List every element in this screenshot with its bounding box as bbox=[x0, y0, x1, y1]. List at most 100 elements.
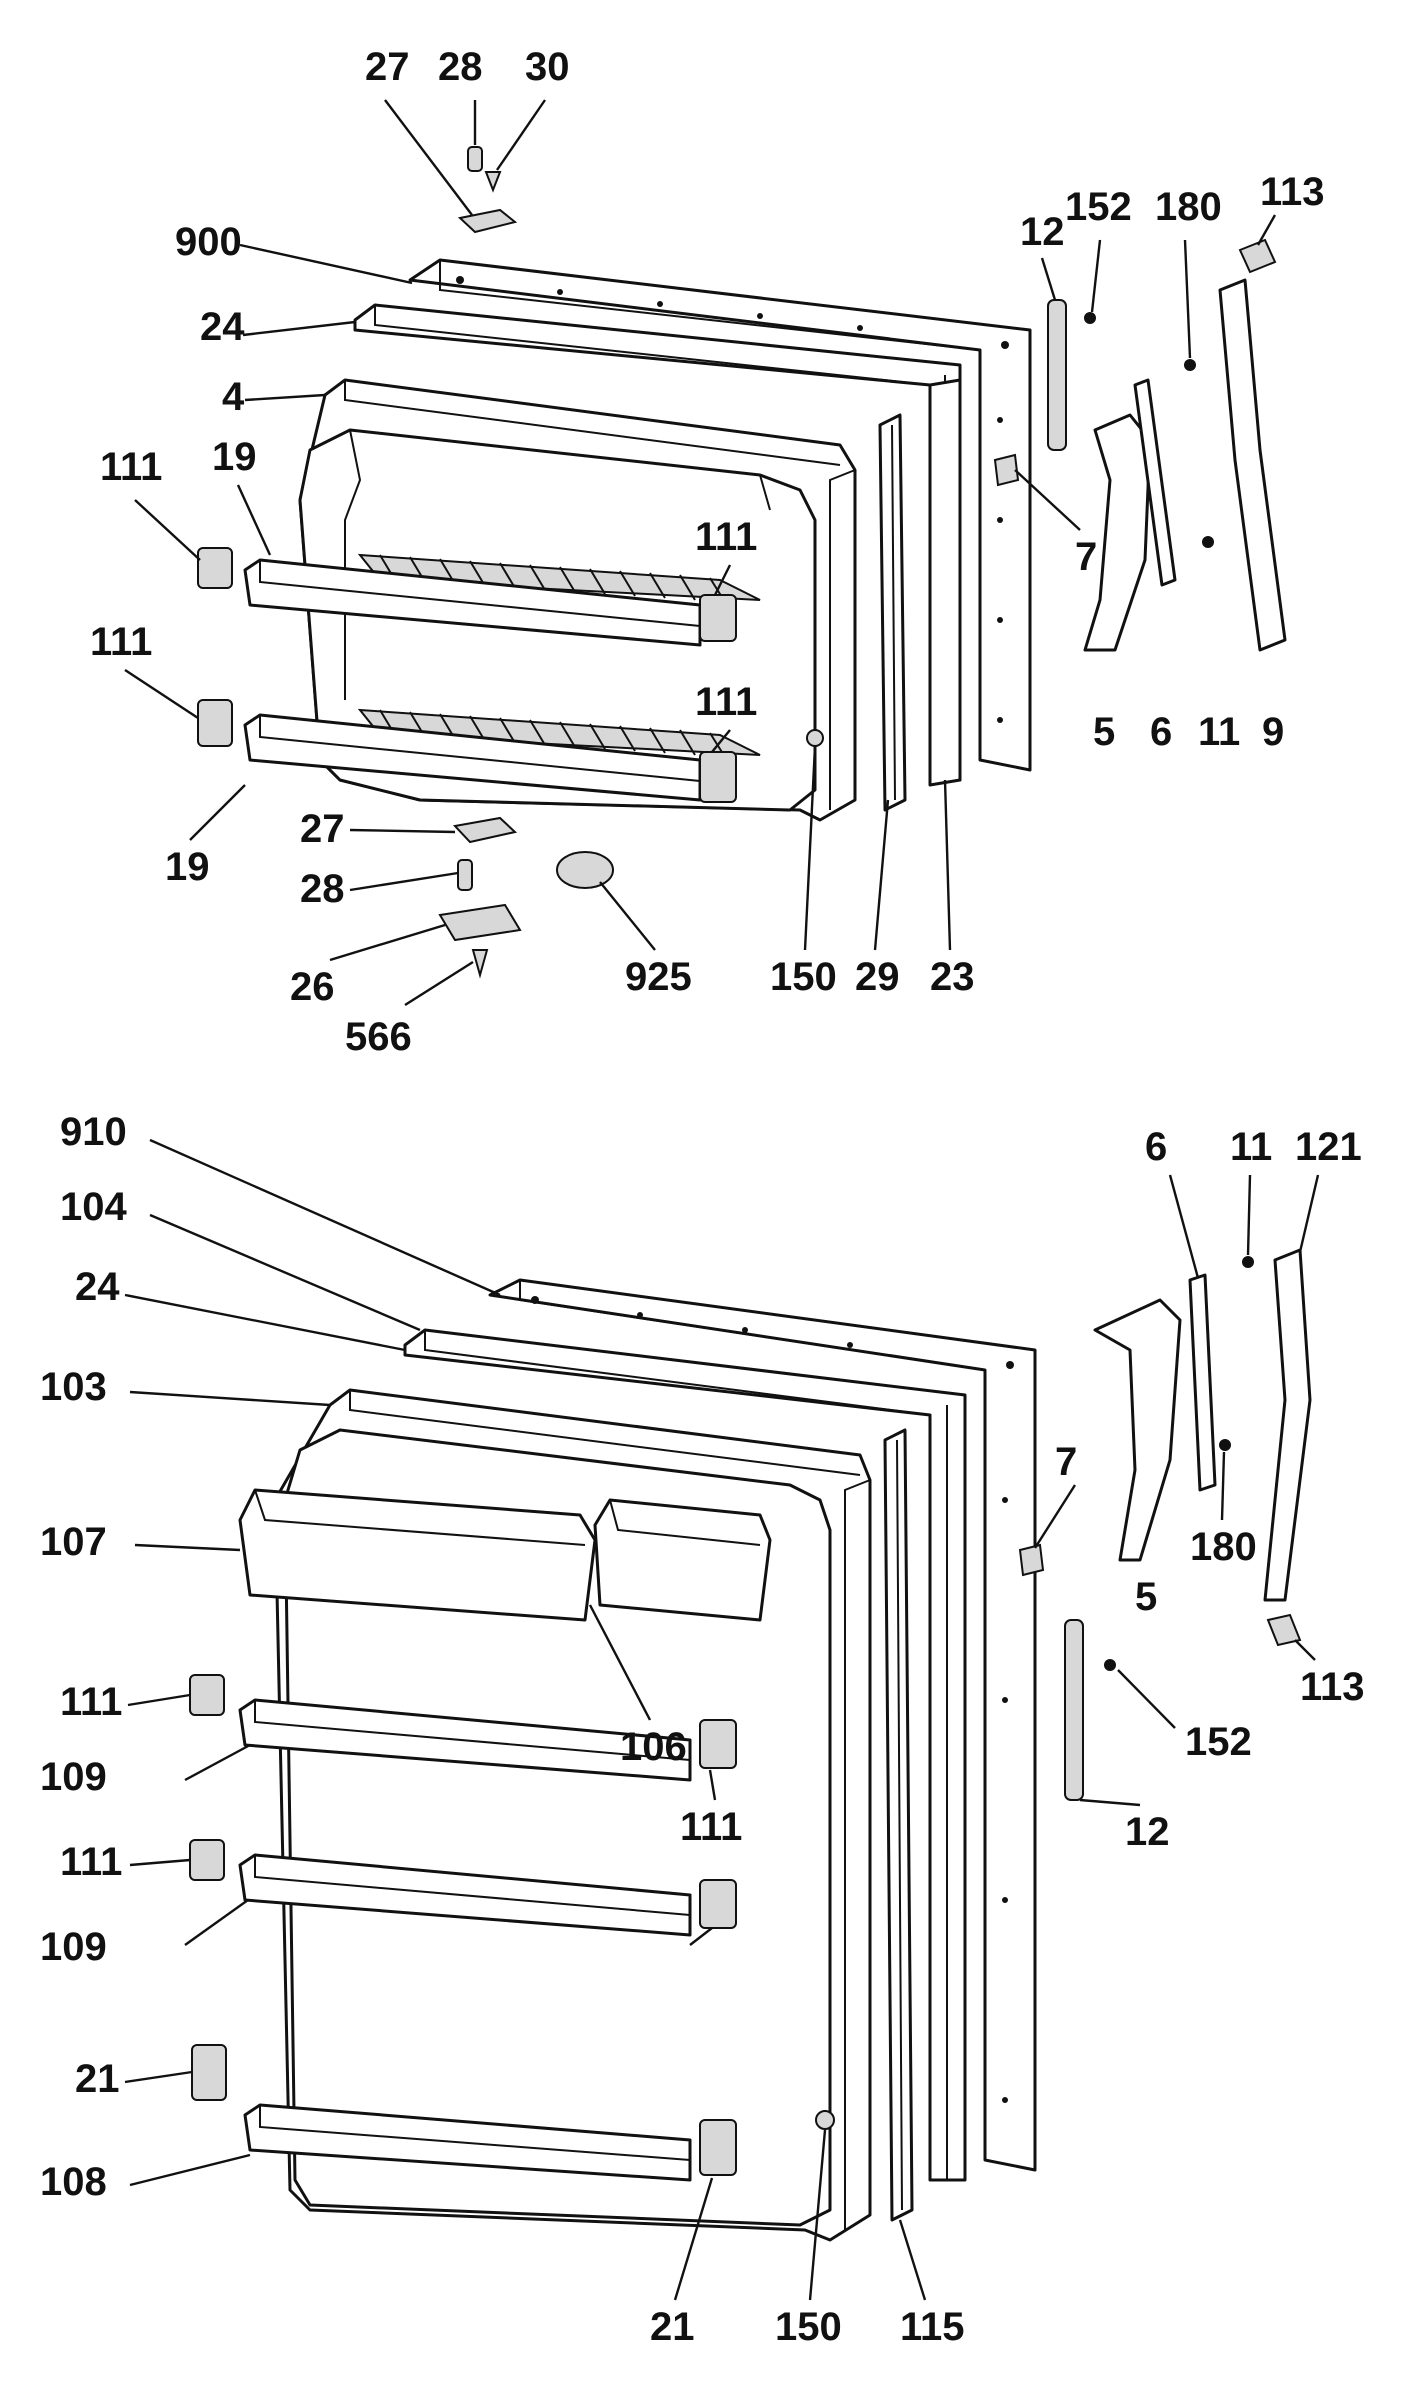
label-f27b: 27 bbox=[300, 807, 345, 851]
freezer-screw-566 bbox=[471, 949, 489, 979]
freezer-bar-end-cap-right-lower bbox=[699, 751, 737, 803]
label-f26: 26 bbox=[290, 965, 335, 1009]
fresh-food-bar-end-cap-111-right-upper bbox=[699, 1719, 737, 1769]
freezer-end-cap-113 bbox=[1238, 238, 1277, 274]
freezer-bar-end-cap-left-upper bbox=[197, 547, 233, 589]
label-f5: 5 bbox=[1093, 710, 1115, 754]
fresh-food-bar-end-cap-111-right-lower bbox=[699, 1879, 737, 1929]
label-r152: 152 bbox=[1185, 1720, 1252, 1764]
label-f19a: 19 bbox=[212, 435, 257, 479]
label-r150: 150 bbox=[775, 2305, 842, 2349]
freezer-bottom-hinge-27 bbox=[453, 816, 518, 844]
label-f150: 150 bbox=[770, 955, 837, 999]
fresh-food-screw-180 bbox=[1219, 1439, 1231, 1451]
label-f111b: 111 bbox=[90, 620, 152, 664]
label-r106: 106 bbox=[620, 1725, 687, 1769]
label-r103: 103 bbox=[40, 1365, 107, 1409]
label-r24: 24 bbox=[75, 1265, 120, 1309]
label-r180: 180 bbox=[1190, 1525, 1257, 1569]
label-f111c: 111 bbox=[695, 515, 757, 559]
fresh-food-hinge-pin-7 bbox=[1018, 1543, 1045, 1577]
fresh-food-bar-end-cap-21-left bbox=[191, 2044, 227, 2101]
label-r21b: 21 bbox=[650, 2305, 695, 2349]
freezer-handle-5 bbox=[1083, 413, 1152, 652]
freezer-handle-mount-12 bbox=[1047, 299, 1067, 451]
freezer-hinge-plate-26 bbox=[438, 903, 522, 942]
fresh-food-part-labels: 910 104 24 103 107 111 109 106 111 111 1… bbox=[40, 1110, 1365, 2349]
fresh-food-plug-150 bbox=[815, 2110, 835, 2130]
label-f111d: 111 bbox=[695, 680, 757, 724]
label-r111b: 111 bbox=[680, 1805, 742, 1849]
fresh-food-outer-panel-holes bbox=[531, 1296, 1014, 2103]
fresh-food-bar-end-cap-21-right bbox=[699, 2119, 737, 2176]
label-f23: 23 bbox=[930, 955, 975, 999]
freezer-part-labels: 27 28 30 900 24 4 111 19 111 19 111 111 … bbox=[90, 45, 1325, 1059]
label-r7: 7 bbox=[1055, 1440, 1077, 1484]
freezer-bar-end-cap-right-upper bbox=[699, 594, 737, 642]
fresh-food-screw-152 bbox=[1104, 1659, 1116, 1671]
label-f12: 12 bbox=[1020, 210, 1065, 254]
label-r6: 6 bbox=[1145, 1125, 1167, 1169]
label-f111a: 111 bbox=[100, 445, 162, 489]
freezer-handle-cover-9 bbox=[1218, 278, 1287, 652]
freezer-seal-frame bbox=[928, 378, 962, 787]
label-f24: 24 bbox=[200, 305, 245, 349]
freezer-screw-28-bottom bbox=[457, 859, 473, 891]
fresh-food-handle-cover-121 bbox=[1263, 1248, 1312, 1602]
label-f566: 566 bbox=[345, 1015, 412, 1059]
label-r111a: 111 bbox=[60, 1680, 122, 1724]
freezer-bumper-925 bbox=[556, 851, 614, 889]
fresh-food-end-cap-113 bbox=[1266, 1613, 1302, 1647]
freezer-screw-28 bbox=[467, 146, 483, 172]
freezer-door-assembly bbox=[197, 146, 1287, 979]
label-f27a: 27 bbox=[365, 45, 410, 89]
freezer-screw-11 bbox=[1202, 536, 1214, 548]
label-r108: 108 bbox=[40, 2160, 107, 2204]
label-r107: 107 bbox=[40, 1520, 107, 1564]
label-f28b: 28 bbox=[300, 867, 345, 911]
fresh-food-handle-trim-6 bbox=[1188, 1273, 1217, 1492]
label-r910: 910 bbox=[60, 1110, 127, 1154]
fresh-food-bar-end-cap-111-left-lower bbox=[189, 1839, 225, 1881]
label-f28a: 28 bbox=[438, 45, 483, 89]
label-f7: 7 bbox=[1075, 535, 1097, 579]
freezer-hinge-pin-7 bbox=[993, 453, 1020, 487]
label-f152: 152 bbox=[1065, 185, 1132, 229]
label-f29: 29 bbox=[855, 955, 900, 999]
label-r5: 5 bbox=[1135, 1575, 1157, 1619]
fresh-food-bar-end-cap-111-left-upper bbox=[189, 1674, 225, 1716]
label-f113: 113 bbox=[1260, 170, 1325, 214]
label-r121: 121 bbox=[1295, 1125, 1362, 1169]
freezer-handle-trim-6 bbox=[1133, 378, 1177, 587]
label-r11: 11 bbox=[1230, 1125, 1272, 1169]
label-f9: 9 bbox=[1262, 710, 1284, 754]
leader-lines bbox=[124, 99, 1320, 2301]
label-r12: 12 bbox=[1125, 1810, 1170, 1854]
fresh-food-handle-mount-12 bbox=[1064, 1619, 1084, 1801]
label-r109b: 109 bbox=[40, 1925, 107, 1969]
freezer-screw-180 bbox=[1184, 359, 1196, 371]
freezer-outer-panel-holes bbox=[456, 276, 1009, 723]
label-f6: 6 bbox=[1150, 710, 1172, 754]
freezer-top-hinge-27 bbox=[457, 208, 518, 234]
label-r21a: 21 bbox=[75, 2057, 120, 2101]
label-f925: 925 bbox=[625, 955, 692, 999]
freezer-screw-152 bbox=[1084, 312, 1096, 324]
label-f11: 11 bbox=[1198, 710, 1240, 754]
label-r109a: 109 bbox=[40, 1755, 107, 1799]
freezer-bar-end-cap-left-lower bbox=[197, 699, 233, 747]
label-f4: 4 bbox=[222, 375, 245, 419]
fresh-food-door-assembly bbox=[189, 1248, 1312, 2242]
freezer-screw-30 bbox=[484, 171, 502, 193]
fresh-food-screw-11 bbox=[1242, 1256, 1254, 1268]
label-r104: 104 bbox=[60, 1185, 127, 1229]
fresh-food-butter-bin-106 bbox=[593, 1498, 772, 1622]
label-r111c: 111 bbox=[60, 1840, 122, 1884]
label-r113: 113 bbox=[1300, 1665, 1365, 1709]
fresh-food-cavity bbox=[283, 1428, 832, 2227]
label-f19b: 19 bbox=[165, 845, 210, 889]
label-f30: 30 bbox=[525, 45, 570, 89]
label-f900: 900 bbox=[175, 220, 242, 264]
freezer-plug-150 bbox=[806, 729, 824, 747]
